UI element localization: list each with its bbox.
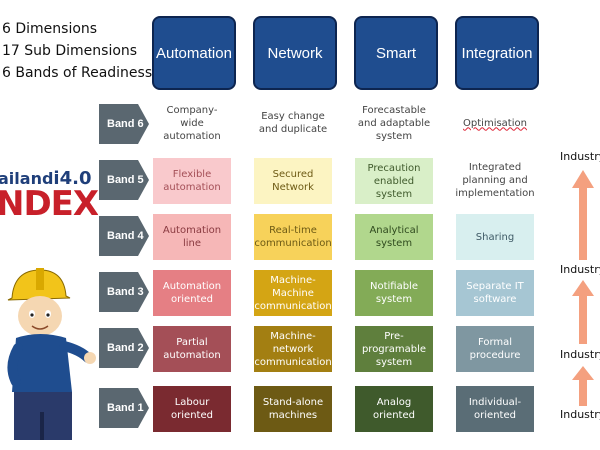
band-5-label: Band 5 [99,160,149,200]
band-1-label: Band 1 [99,388,149,428]
industry-label-top: Industry [560,150,600,163]
industry-label-lower-mid: Industry [560,348,600,361]
band-2-label: Band 2 [99,328,149,368]
up-arrow-icon [572,366,594,406]
optimisation-text: Optimisation [463,117,527,129]
band-4-label: Band 4 [99,216,149,256]
header-smart: Smart [354,16,438,90]
cell-b5-integration: Integrated planning and implementation [455,152,535,208]
header-network: Network [253,16,337,90]
cell-b2-integration: Formal procedure [456,326,534,372]
cell-b1-smart: Analog oriented [355,386,433,432]
cell-b2-smart: Pre-programable system [355,326,433,372]
cell-b6-smart: Forecastable and adaptable system [357,104,431,142]
band-3-label: Band 3 [99,272,149,312]
header-integration: Integration [455,16,539,90]
band-6-label: Band 6 [99,104,149,144]
cell-b4-network: Real-time communication [254,214,332,260]
cell-b6-automation: Company-wide automation [163,104,221,142]
cell-b4-automation: Automation line [153,214,231,260]
cell-b5-automation: Flexible automation [153,158,231,204]
cell-b4-smart: Analytical system [355,214,433,260]
thailand-i40-index-logo: ailandi4.0 NDEX [0,162,98,226]
industry-label-bottom: Industry [560,408,600,421]
cell-b5-network: Secured Network [254,158,332,204]
worker-mascot-illustration [7,268,96,440]
cell-b1-integration: Individual-oriented [456,386,534,432]
cell-b3-automation: Automation oriented [153,270,231,316]
logo-text-i40: i4.0 [53,168,92,189]
industry-label-upper-mid: Industry [560,263,600,276]
header-automation: Automation [152,16,236,90]
cell-b3-integration: Separate IT software [456,270,534,316]
up-arrow-icon [572,280,594,344]
cell-b6-network: Easy change and duplicate [258,111,328,135]
intro-sub-dimensions: 17 Sub Dimensions [2,43,138,59]
cell-b1-automation: Labour oriented [153,386,231,432]
up-arrow-icon [572,170,594,260]
cell-b6-integration: Optimisation [456,100,534,146]
logo-text-index: NDEX [0,184,98,224]
cell-b2-network: Machine-network communication [254,326,332,372]
intro-bands: 6 Bands of Readiness [2,65,153,81]
cell-b3-network: Machine-Machine communication [254,270,332,316]
cell-b3-smart: Notifiable system [355,270,433,316]
intro-dimensions: 6 Dimensions [2,21,98,37]
logo-text-thailand: ailand [0,169,54,188]
cell-b2-automation: Partial automation [153,326,231,372]
cell-b1-network: Stand-alone machines [254,386,332,432]
cell-b4-integration: Sharing [456,214,534,260]
cell-b5-smart: Precaution enabled system [355,158,433,204]
